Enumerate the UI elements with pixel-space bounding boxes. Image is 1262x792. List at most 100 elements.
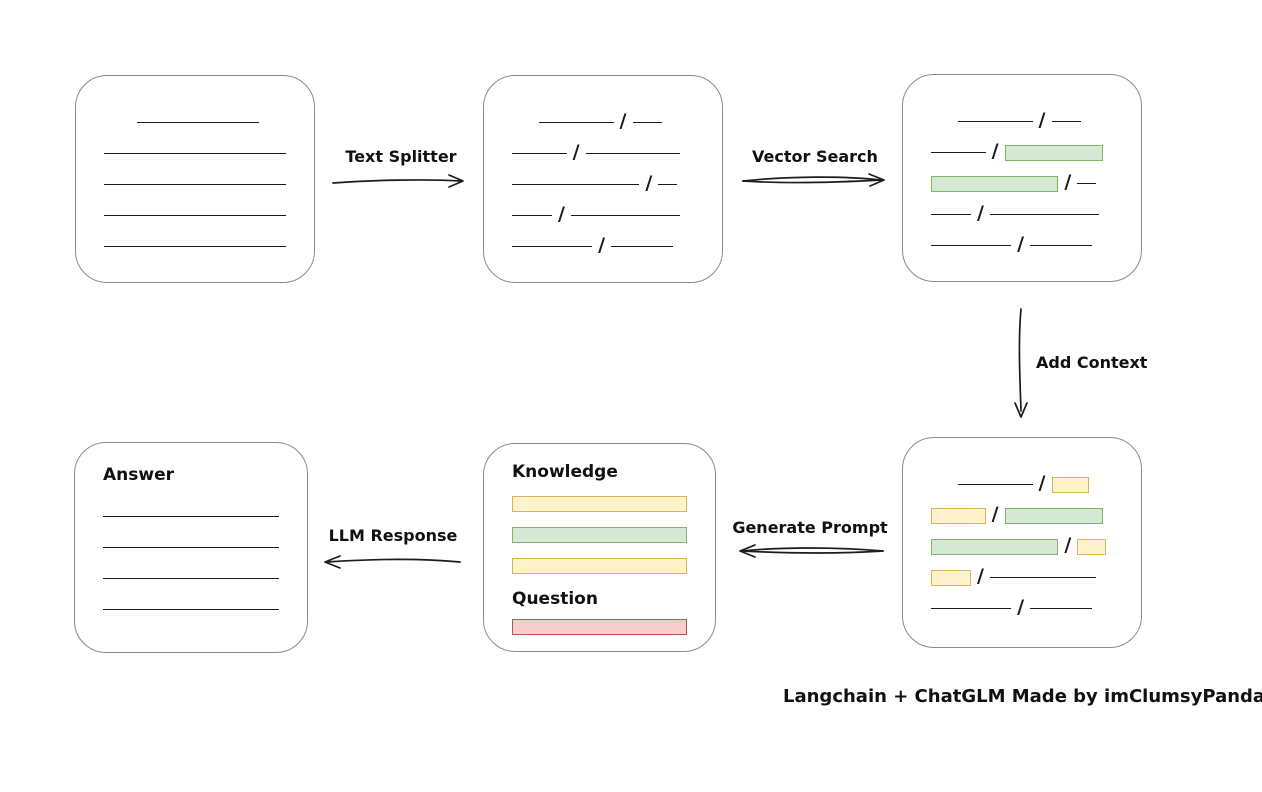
text-line xyxy=(512,215,553,216)
slash-separator: / xyxy=(1064,534,1072,556)
slash-separator: / xyxy=(572,141,580,163)
text-line xyxy=(931,152,986,153)
text-line xyxy=(103,516,279,517)
text-line xyxy=(103,578,279,579)
slash-separator: / xyxy=(991,140,999,162)
segment-row xyxy=(512,611,687,642)
document-lines xyxy=(76,76,314,262)
segment-row: / xyxy=(539,107,694,138)
segment-row: / xyxy=(958,106,1113,137)
segment-row xyxy=(104,231,286,262)
split-text-box: / / / / / xyxy=(483,75,723,283)
yellow-highlight xyxy=(931,569,972,586)
text-line xyxy=(958,484,1033,485)
yellow-highlight xyxy=(512,495,687,512)
llm-response-label: LLM Response xyxy=(328,526,458,545)
generate-prompt-label: Generate Prompt xyxy=(732,518,888,537)
context-added-lines: / / / / / xyxy=(903,438,1141,624)
slash-separator: / xyxy=(558,203,565,225)
text-line xyxy=(136,122,260,123)
segment-row xyxy=(103,532,279,563)
slash-separator: / xyxy=(598,234,606,256)
text-line xyxy=(611,246,673,247)
segment-row xyxy=(103,501,279,532)
text-line xyxy=(1030,245,1092,246)
text-line xyxy=(512,246,593,247)
slash-separator: / xyxy=(619,110,627,132)
vector-search-label: Vector Search xyxy=(752,147,878,166)
text-line xyxy=(1030,608,1092,609)
slash-separator: / xyxy=(1038,109,1046,131)
text-line xyxy=(989,214,1100,215)
segment-row xyxy=(103,563,279,594)
yellow-highlight xyxy=(1077,538,1107,555)
yellow-highlight xyxy=(1051,476,1089,493)
green-highlight xyxy=(931,538,1059,555)
text-line xyxy=(931,608,1012,609)
segment-row: / xyxy=(512,200,694,231)
slash-separator: / xyxy=(1038,472,1046,494)
llm-response-arrow xyxy=(324,555,461,569)
text-line xyxy=(989,577,1096,578)
segment-row xyxy=(512,550,687,581)
segment-row: / xyxy=(931,137,1113,168)
slash-separator: / xyxy=(1017,596,1025,618)
text-splitter-label: Text Splitter xyxy=(345,147,457,166)
prompt-box: Knowledge Question xyxy=(483,443,716,652)
segment-row xyxy=(104,200,286,231)
red-highlight xyxy=(512,618,687,635)
text-line xyxy=(632,122,662,123)
text-splitter-arrow xyxy=(332,174,464,188)
text-line xyxy=(931,245,1012,246)
green-highlight xyxy=(1004,507,1103,524)
answer-box: Answer xyxy=(74,442,308,653)
knowledge-bars xyxy=(484,488,715,581)
context-added-box: / / / / / xyxy=(902,437,1142,648)
text-line xyxy=(104,184,286,185)
segment-row: / xyxy=(512,138,694,169)
segment-row xyxy=(104,169,286,200)
text-line xyxy=(931,214,972,215)
segment-row: / xyxy=(931,500,1113,531)
add-context-label: Add Context xyxy=(1036,353,1148,372)
green-highlight xyxy=(512,526,687,543)
segment-row: / xyxy=(931,562,1113,593)
question-label: Question xyxy=(512,589,598,609)
text-line xyxy=(512,153,567,154)
slash-separator: / xyxy=(645,172,653,194)
text-line xyxy=(104,246,286,247)
slash-separator: / xyxy=(1064,171,1072,193)
text-line xyxy=(1051,121,1081,122)
text-line xyxy=(539,122,614,123)
question-bar xyxy=(484,611,715,642)
answer-lines xyxy=(75,501,307,625)
slash-separator: / xyxy=(1017,233,1025,255)
answer-label: Answer xyxy=(103,465,174,485)
slash-separator: / xyxy=(991,503,999,525)
text-line xyxy=(103,609,279,610)
green-highlight xyxy=(931,175,1059,192)
segment-row xyxy=(512,488,687,519)
segment-row: / xyxy=(931,593,1113,624)
segment-row: / xyxy=(931,199,1113,230)
slash-separator: / xyxy=(977,565,984,587)
text-line xyxy=(585,153,681,154)
segment-row xyxy=(103,594,279,625)
segment-row: / xyxy=(931,230,1113,261)
segment-row xyxy=(136,107,286,138)
segment-row: / xyxy=(512,231,694,262)
text-line xyxy=(1077,183,1096,184)
segment-row xyxy=(512,519,687,550)
green-highlight xyxy=(1004,144,1103,161)
segment-row: / xyxy=(512,169,694,200)
source-document-box xyxy=(75,75,315,283)
text-line xyxy=(658,184,677,185)
text-line xyxy=(103,547,279,548)
knowledge-label: Knowledge xyxy=(512,462,618,482)
vector-matched-box: / / / / / xyxy=(902,74,1142,282)
yellow-highlight xyxy=(931,507,986,524)
text-line xyxy=(104,215,286,216)
text-line xyxy=(104,153,286,154)
text-line xyxy=(958,121,1033,122)
yellow-highlight xyxy=(512,557,687,574)
